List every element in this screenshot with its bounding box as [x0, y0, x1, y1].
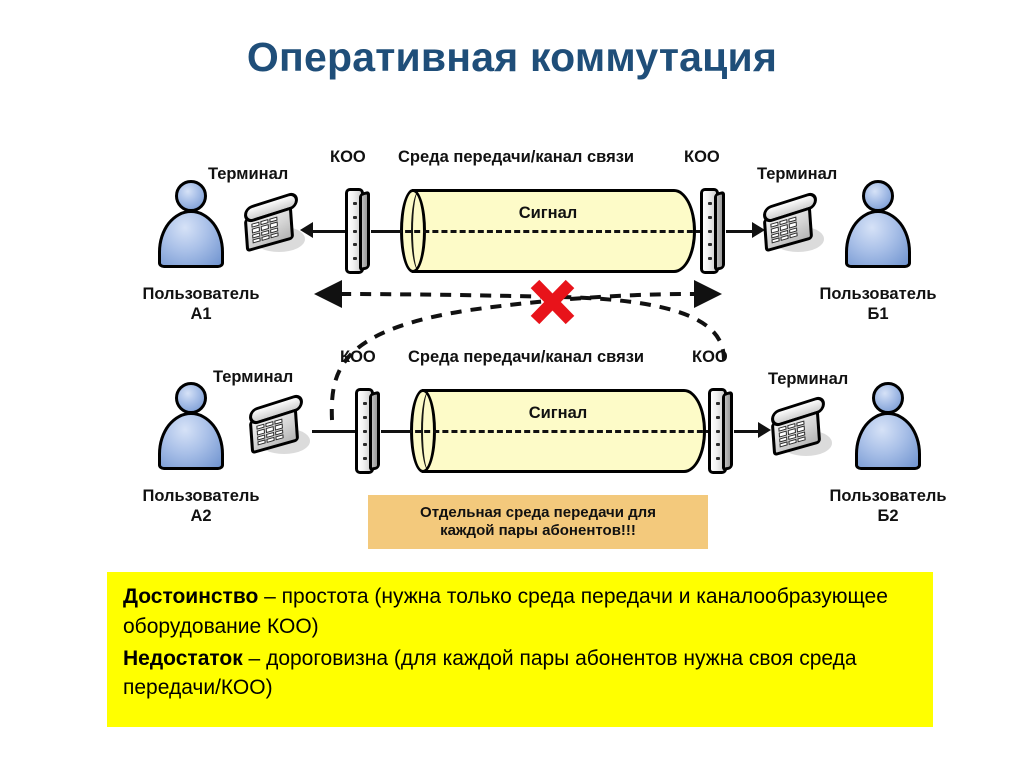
conclusion-box: Достоинство – простота (нужна только сре… — [107, 572, 933, 727]
koo-device-row1-right — [700, 188, 726, 274]
koo-label-row1-right: КОО — [684, 148, 720, 166]
koo-side-face — [722, 390, 733, 472]
terminal-phone-a2 — [248, 392, 312, 456]
koo-slots — [353, 202, 357, 260]
person-body — [158, 210, 224, 268]
person-head — [175, 180, 207, 212]
signal-label-row1: Сигнал — [518, 204, 578, 222]
terminal-phone-b2 — [770, 394, 834, 458]
person-body — [158, 412, 224, 470]
user-icon-b1 — [845, 180, 911, 268]
signal-arrowhead-row2-right — [758, 422, 771, 438]
koo-side-face — [359, 190, 370, 272]
note-line-1: Отдельная среда передачи для — [420, 503, 656, 521]
user-icon-b2 — [855, 382, 921, 470]
page-title: Оперативная коммутация — [246, 34, 778, 80]
koo-slots — [363, 402, 367, 460]
signal-line-row1-left — [312, 230, 347, 233]
koo-slots — [708, 202, 712, 260]
terminal-phone-a1 — [243, 190, 307, 254]
medium-centerline-row1 — [396, 230, 702, 233]
koo-label-row2-right: КОО — [692, 348, 728, 366]
advantage-paragraph: Достоинство – простота (нужна только сре… — [123, 582, 917, 642]
channel-label-row1: Среда передачи/канал связи — [398, 148, 635, 166]
user-label-b1-line2: Б1 — [867, 305, 889, 323]
channel-label-row2: Среда передачи/канал связи — [408, 348, 645, 366]
note-line-2: каждой пары абонентов!!! — [440, 522, 636, 539]
koo-to-medium-line-row2-left — [381, 430, 413, 433]
signal-arrowhead-row1-left — [300, 222, 313, 238]
terminal-label-row1-right: Терминал — [757, 165, 838, 183]
signal-line-row2-right — [734, 430, 760, 433]
koo-device-row2-right — [708, 388, 734, 474]
user-label-b2-line1: Пользователь — [829, 487, 947, 505]
drawback-label: Недостаток — [123, 646, 243, 670]
drawback-text: – дороговизна (для каждой пары абонентов… — [123, 646, 857, 700]
user-icon-a2 — [158, 382, 224, 470]
koo-device-row2-left — [355, 388, 381, 474]
terminal-label-row2-right: Терминал — [768, 370, 849, 388]
separate-medium-note: Отдельная среда передачи для каждой пары… — [368, 495, 708, 549]
signal-label-row2: Сигнал — [528, 404, 588, 422]
koo-label-row1-left: КОО — [330, 148, 366, 166]
koo-to-medium-line-row1-left — [371, 230, 403, 233]
terminal-label-row1-left: Терминал — [208, 165, 289, 183]
user-icon-a1 — [158, 180, 224, 268]
signal-arrowhead-row1-right — [752, 222, 765, 238]
user-label-a1-line2: А1 — [190, 305, 212, 323]
person-body — [845, 210, 911, 268]
koo-slots — [716, 402, 720, 460]
medium-centerline-row2 — [406, 430, 712, 433]
user-label-a2-line1: Пользователь — [142, 487, 260, 505]
user-label-b1-line1: Пользователь — [819, 285, 937, 303]
koo-side-face — [714, 190, 725, 272]
koo-label-row2-left: КОО — [340, 348, 376, 366]
person-head — [862, 180, 894, 212]
advantage-text: – простота (нужна только среда передачи … — [123, 585, 888, 638]
user-label-a2-line2: А2 — [190, 507, 212, 525]
user-label-a1-line1: Пользователь — [142, 285, 260, 303]
person-body — [855, 412, 921, 470]
koo-side-face — [369, 390, 380, 472]
advantage-label: Достоинство — [123, 585, 259, 608]
person-head — [872, 382, 904, 414]
terminal-label-row2-left: Терминал — [213, 368, 294, 386]
terminal-phone-b1 — [762, 190, 826, 254]
user-label-b2-line2: Б2 — [877, 507, 899, 525]
signal-line-row1-right — [726, 230, 754, 233]
koo-device-row1-left — [345, 188, 371, 274]
drawback-paragraph: Недостаток – дороговизна (для каждой пар… — [123, 644, 917, 704]
signal-line-row2-left — [312, 430, 357, 433]
person-head — [175, 382, 207, 414]
cross-marker-icon — [530, 279, 575, 325]
